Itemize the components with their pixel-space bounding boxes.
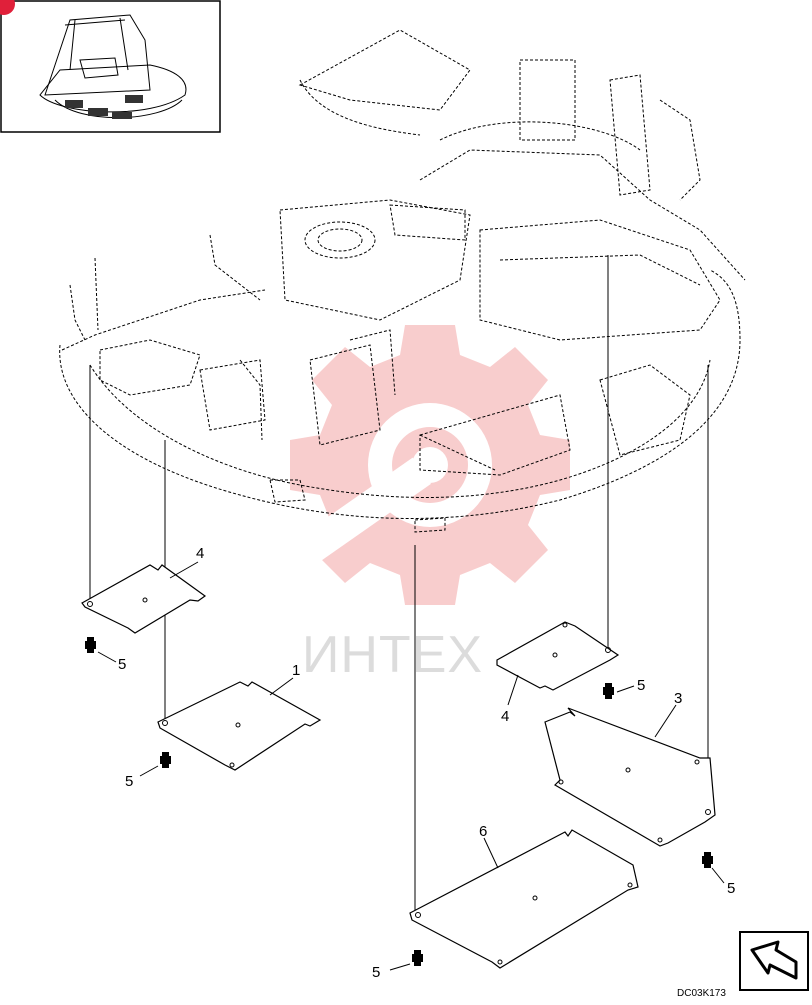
callout-bolt-left-upper: 5 — [118, 656, 126, 673]
callout-plate-small-right: 4 — [501, 708, 509, 725]
callout-plate-center: 6 — [479, 823, 487, 840]
callout-plate-large-left: 1 — [292, 662, 300, 679]
return-arrow-icon[interactable] — [739, 931, 809, 991]
bolt-left-lower: 5 — [125, 752, 171, 790]
cover-plate-large-left: 1 — [157, 662, 322, 771]
machine-overview-icon — [0, 0, 221, 133]
bolt-right-upper: 5 — [603, 677, 645, 699]
callout-plate-small-left: 4 — [196, 545, 204, 562]
cover-plate-large-right: 3 — [544, 690, 716, 847]
callout-bolt-right-lower: 5 — [727, 880, 735, 897]
callout-bolt-center: 5 — [372, 964, 380, 981]
locating-lines — [89, 255, 709, 915]
cover-plate-small-right: 4 — [496, 621, 620, 725]
cover-plate-center: 6 — [409, 823, 639, 969]
cover-plate-small-left: 4 — [81, 545, 207, 634]
callout-plate-large-right: 3 — [674, 690, 682, 707]
bolt-center: 5 — [372, 950, 423, 981]
watermark-text: ИНТЕХ — [302, 626, 483, 684]
callout-bolt-left-lower: 5 — [125, 773, 133, 790]
machine-frame — [59, 29, 746, 533]
bolt-right-lower: 5 — [702, 852, 735, 897]
callout-bolt-right-upper: 5 — [637, 677, 645, 694]
drawing-code: DC03K173 — [677, 988, 726, 999]
watermark-logo: ИНТЕХ — [290, 325, 570, 684]
bolt-left-upper: 5 — [85, 637, 126, 673]
